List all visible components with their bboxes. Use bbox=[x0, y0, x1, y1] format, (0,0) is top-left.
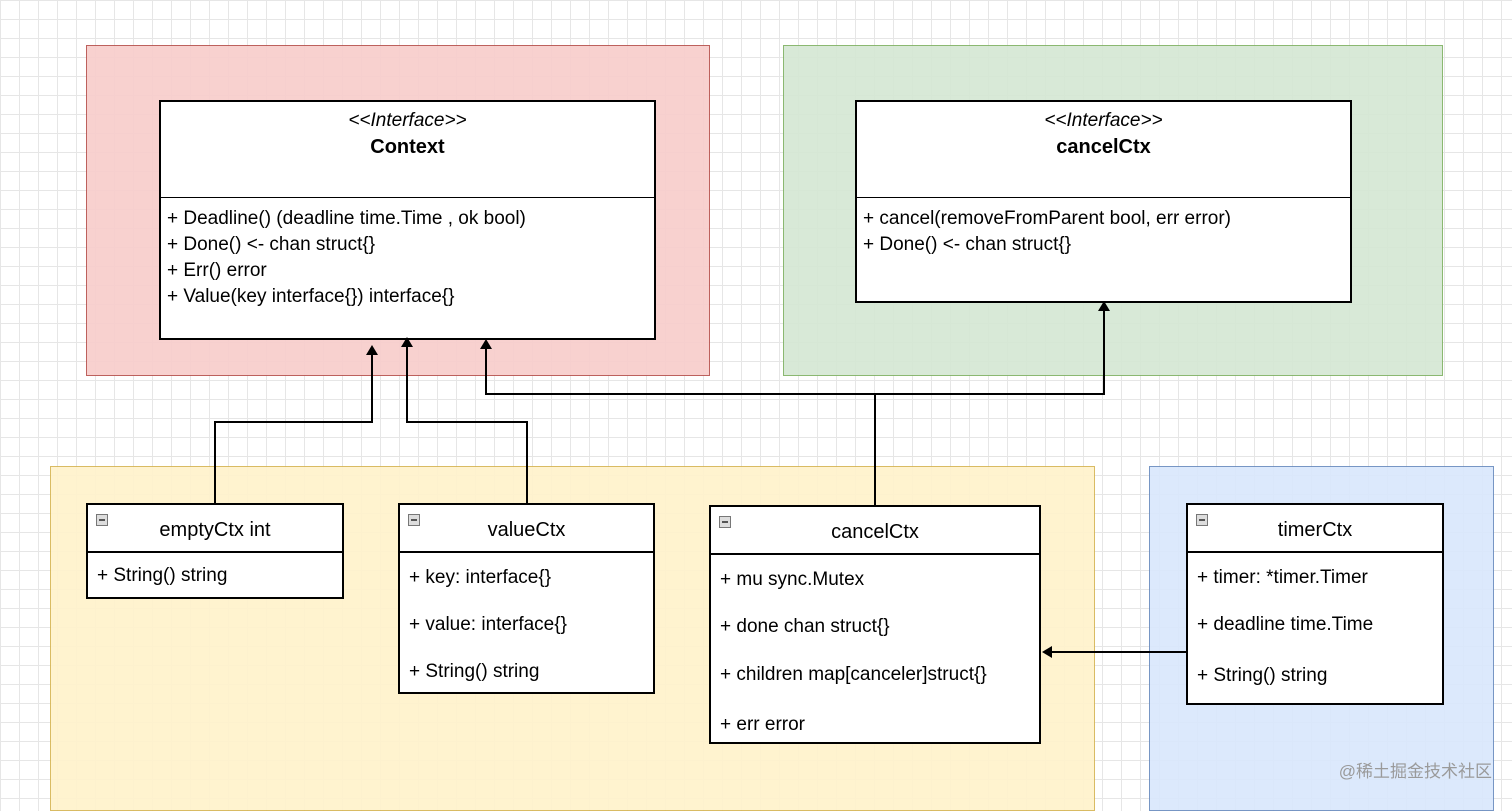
canceler-interface-box[interactable]: <<Interface>> cancelCtx + cancel(removeF… bbox=[855, 100, 1352, 303]
empty-ctx-class[interactable]: emptyCtx int + String() string bbox=[86, 503, 344, 599]
interface-name: cancelCtx bbox=[1056, 136, 1151, 158]
canceler-interface-header: <<Interface>> cancelCtx bbox=[857, 102, 1350, 198]
cancel-ctx-class[interactable]: cancelCtx + mu sync.Mutex + done chan st… bbox=[709, 505, 1041, 744]
operation: + Err() error bbox=[167, 260, 267, 281]
member: + value: interface{} bbox=[409, 614, 567, 635]
collapse-icon[interactable] bbox=[96, 514, 108, 526]
member: + children map[canceler]struct{} bbox=[720, 664, 987, 685]
operation: + Done() <- chan struct{} bbox=[863, 234, 1072, 255]
class-name: timerCtx bbox=[1277, 519, 1353, 541]
collapse-icon[interactable] bbox=[719, 516, 731, 528]
member: + timer: *timer.Timer bbox=[1197, 567, 1368, 588]
member: + done chan struct{} bbox=[720, 616, 890, 637]
interface-name: Context bbox=[370, 136, 445, 158]
member: + String() string bbox=[1197, 665, 1328, 686]
collapse-icon[interactable] bbox=[1196, 514, 1208, 526]
cancel-ctx-to-context-edge bbox=[480, 339, 876, 505]
class-header: cancelCtx bbox=[711, 507, 1039, 555]
operation: + Value(key interface{}) interface{} bbox=[167, 286, 455, 307]
class-header: timerCtx bbox=[1188, 505, 1442, 553]
context-interface-box[interactable]: <<Interface>> Context + Deadline() (dead… bbox=[159, 100, 656, 340]
class-header: valueCtx bbox=[400, 505, 653, 553]
value-ctx-to-context-edge bbox=[401, 337, 528, 503]
watermark: @稀土掘金技术社区 bbox=[1338, 762, 1492, 781]
member: + String() string bbox=[409, 661, 540, 682]
value-ctx-class[interactable]: valueCtx + key: interface{} + value: int… bbox=[398, 503, 655, 694]
operation: + cancel(removeFromParent bool, err erro… bbox=[863, 208, 1231, 229]
class-header: emptyCtx int bbox=[88, 505, 342, 553]
member: + key: interface{} bbox=[409, 567, 552, 588]
stereotype-label: <<Interface>> bbox=[1044, 110, 1163, 131]
empty-ctx-to-context-edge bbox=[214, 345, 378, 503]
operation: + Deadline() (deadline time.Time , ok bo… bbox=[167, 208, 526, 229]
operations-list: + cancel(removeFromParent bool, err erro… bbox=[857, 198, 1350, 266]
cancel-ctx-to-canceler-edge bbox=[875, 301, 1110, 395]
member: + err error bbox=[720, 714, 805, 735]
stereotype-label: <<Interface>> bbox=[348, 110, 467, 131]
timer-ctx-class[interactable]: timerCtx + timer: *timer.Timer + deadlin… bbox=[1186, 503, 1444, 705]
class-name: cancelCtx bbox=[831, 521, 919, 543]
class-name: valueCtx bbox=[487, 519, 566, 541]
operation: + Done() <- chan struct{} bbox=[167, 234, 376, 255]
member: + String() string bbox=[97, 565, 228, 586]
member: + mu sync.Mutex bbox=[720, 569, 865, 590]
collapse-icon[interactable] bbox=[408, 514, 420, 526]
operations-list: + Deadline() (deadline time.Time , ok bo… bbox=[161, 198, 654, 318]
class-name: emptyCtx int bbox=[159, 519, 271, 541]
member: + deadline time.Time bbox=[1197, 614, 1374, 635]
context-interface-header: <<Interface>> Context bbox=[161, 102, 654, 198]
